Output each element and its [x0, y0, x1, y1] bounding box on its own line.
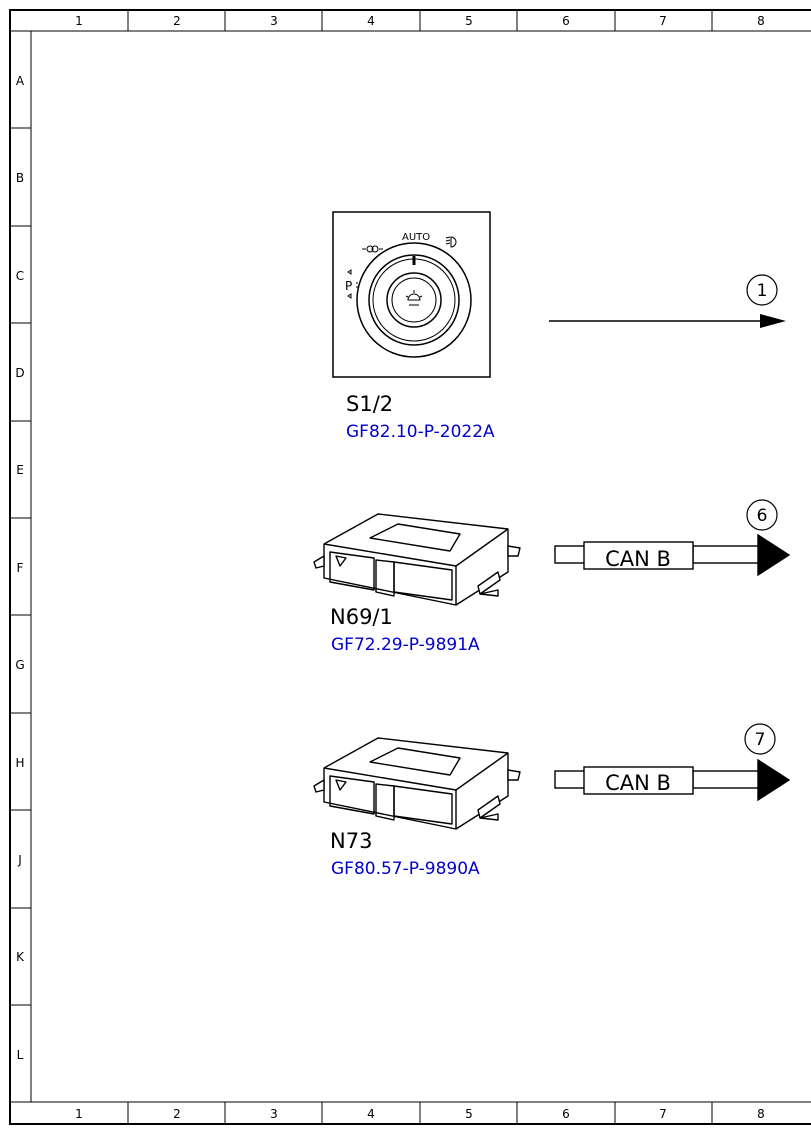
connection-arrow-1	[549, 314, 786, 328]
column-label: 2	[173, 14, 181, 28]
column-label: 5	[465, 14, 473, 28]
control-module-illustration	[313, 513, 521, 606]
row-label: C	[16, 269, 24, 283]
row-label: L	[17, 1048, 24, 1062]
connection-badge-1[interactable]: 1	[746, 274, 778, 306]
row-label: J	[17, 853, 22, 867]
row-label: B	[16, 171, 24, 185]
row-label: K	[16, 950, 25, 964]
column-labels-bottom: 1 2 3 4 5 6 7 8	[75, 1107, 765, 1121]
column-label: 6	[562, 14, 570, 28]
column-dividers-top	[127, 10, 713, 31]
auto-position-label: AUTO	[402, 232, 430, 243]
column-label: 4	[367, 14, 375, 28]
row-label: G	[15, 658, 24, 672]
column-label: 7	[659, 1107, 667, 1121]
connection-number: 7	[755, 730, 766, 750]
connection-badge-6[interactable]: 6	[746, 499, 778, 531]
column-label: 7	[659, 14, 667, 28]
column-label: 8	[757, 14, 765, 28]
row-label: H	[15, 756, 24, 770]
column-label: 4	[367, 1107, 375, 1121]
connection-number: 6	[757, 506, 768, 526]
column-label: 3	[270, 1107, 278, 1121]
column-label: 8	[757, 1107, 765, 1121]
control-module-illustration	[313, 737, 521, 830]
row-labels: A B C D E F G H J K L	[15, 74, 25, 1062]
component-reference-link[interactable]: GF82.10-P-2022A	[346, 422, 495, 442]
can-bus-connector-6	[554, 533, 791, 577]
column-label: 1	[75, 14, 83, 28]
component-reference-link[interactable]: GF80.57-P-9890A	[331, 859, 480, 879]
low-beam-icon	[445, 236, 457, 248]
component-name-n73: N73	[330, 829, 372, 853]
column-labels-top: 1 2 3 4 5 6 7 8	[75, 14, 765, 28]
can-bus-label: CAN B	[605, 547, 671, 571]
column-dividers-bottom	[127, 1102, 713, 1124]
component-name-n69-1: N69/1	[330, 605, 393, 629]
row-dividers	[10, 127, 31, 1006]
can-bus-connector-7	[554, 758, 791, 802]
component-reference-link[interactable]: GF72.29-P-9891A	[331, 635, 480, 655]
row-label: E	[16, 463, 24, 477]
headlamp-symbol-icon	[405, 290, 423, 306]
component-name-s1-2: S1/2	[346, 392, 393, 416]
row-label: A	[16, 74, 25, 88]
column-label: 1	[75, 1107, 83, 1121]
can-bus-label: CAN B	[605, 771, 671, 795]
light-switch-illustration: AUTO P	[332, 211, 491, 378]
row-label: F	[17, 561, 24, 575]
parking-light-label: P	[345, 279, 352, 293]
column-label: 5	[465, 1107, 473, 1121]
connection-number: 1	[757, 281, 768, 301]
column-label: 3	[270, 14, 278, 28]
side-light-icon	[362, 245, 383, 253]
connection-badge-7[interactable]: 7	[744, 723, 776, 755]
row-label: D	[15, 366, 24, 380]
parking-light-arrows-icon	[347, 269, 358, 299]
column-label: 6	[562, 1107, 570, 1121]
column-label: 2	[173, 1107, 181, 1121]
